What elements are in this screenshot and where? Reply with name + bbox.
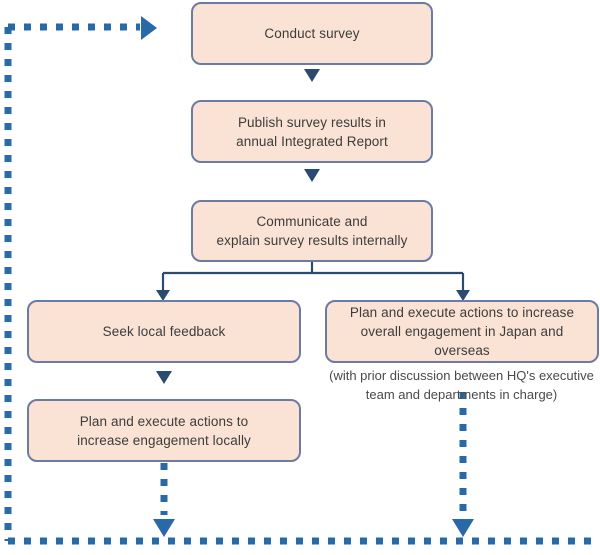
node-seek-local-feedback-label: Seek local feedback bbox=[102, 324, 226, 339]
node-communicate-results-label: Communicate and explain survey results i… bbox=[216, 214, 408, 248]
connector-communicate-split bbox=[156, 262, 470, 301]
node-publish-results-label: Publish survey results in annual Integra… bbox=[236, 114, 388, 149]
connector-feedback-to-local-plan bbox=[156, 371, 172, 384]
connector-conduct-to-publish bbox=[304, 69, 320, 82]
node-plan-local-actions[interactable]: Plan and execute actions to increase eng… bbox=[27, 399, 301, 462]
feedback-loop-dashed-path bbox=[4, 23, 597, 545]
node-seek-local-feedback[interactable]: Seek local feedback bbox=[27, 300, 301, 363]
connector-publish-to-communicate bbox=[304, 169, 320, 182]
node-publish-results[interactable]: Publish survey results in annual Integra… bbox=[191, 100, 433, 163]
node-plan-local-actions-label: Plan and execute actions to increase eng… bbox=[77, 413, 251, 448]
feedback-loop-arrowheads bbox=[141, 16, 474, 537]
node-conduct-survey-label: Conduct survey bbox=[264, 26, 360, 41]
node-conduct-survey[interactable]: Conduct survey bbox=[191, 2, 433, 65]
node-plan-global-actions-label: Plan and execute actions to increase ove… bbox=[349, 305, 575, 358]
node-communicate-results[interactable]: Communicate and explain survey results i… bbox=[191, 200, 433, 262]
caption-global-actions-note: (with prior discussion between HQ's exec… bbox=[329, 368, 594, 402]
node-plan-global-actions[interactable]: Plan and execute actions to increase ove… bbox=[325, 300, 599, 363]
